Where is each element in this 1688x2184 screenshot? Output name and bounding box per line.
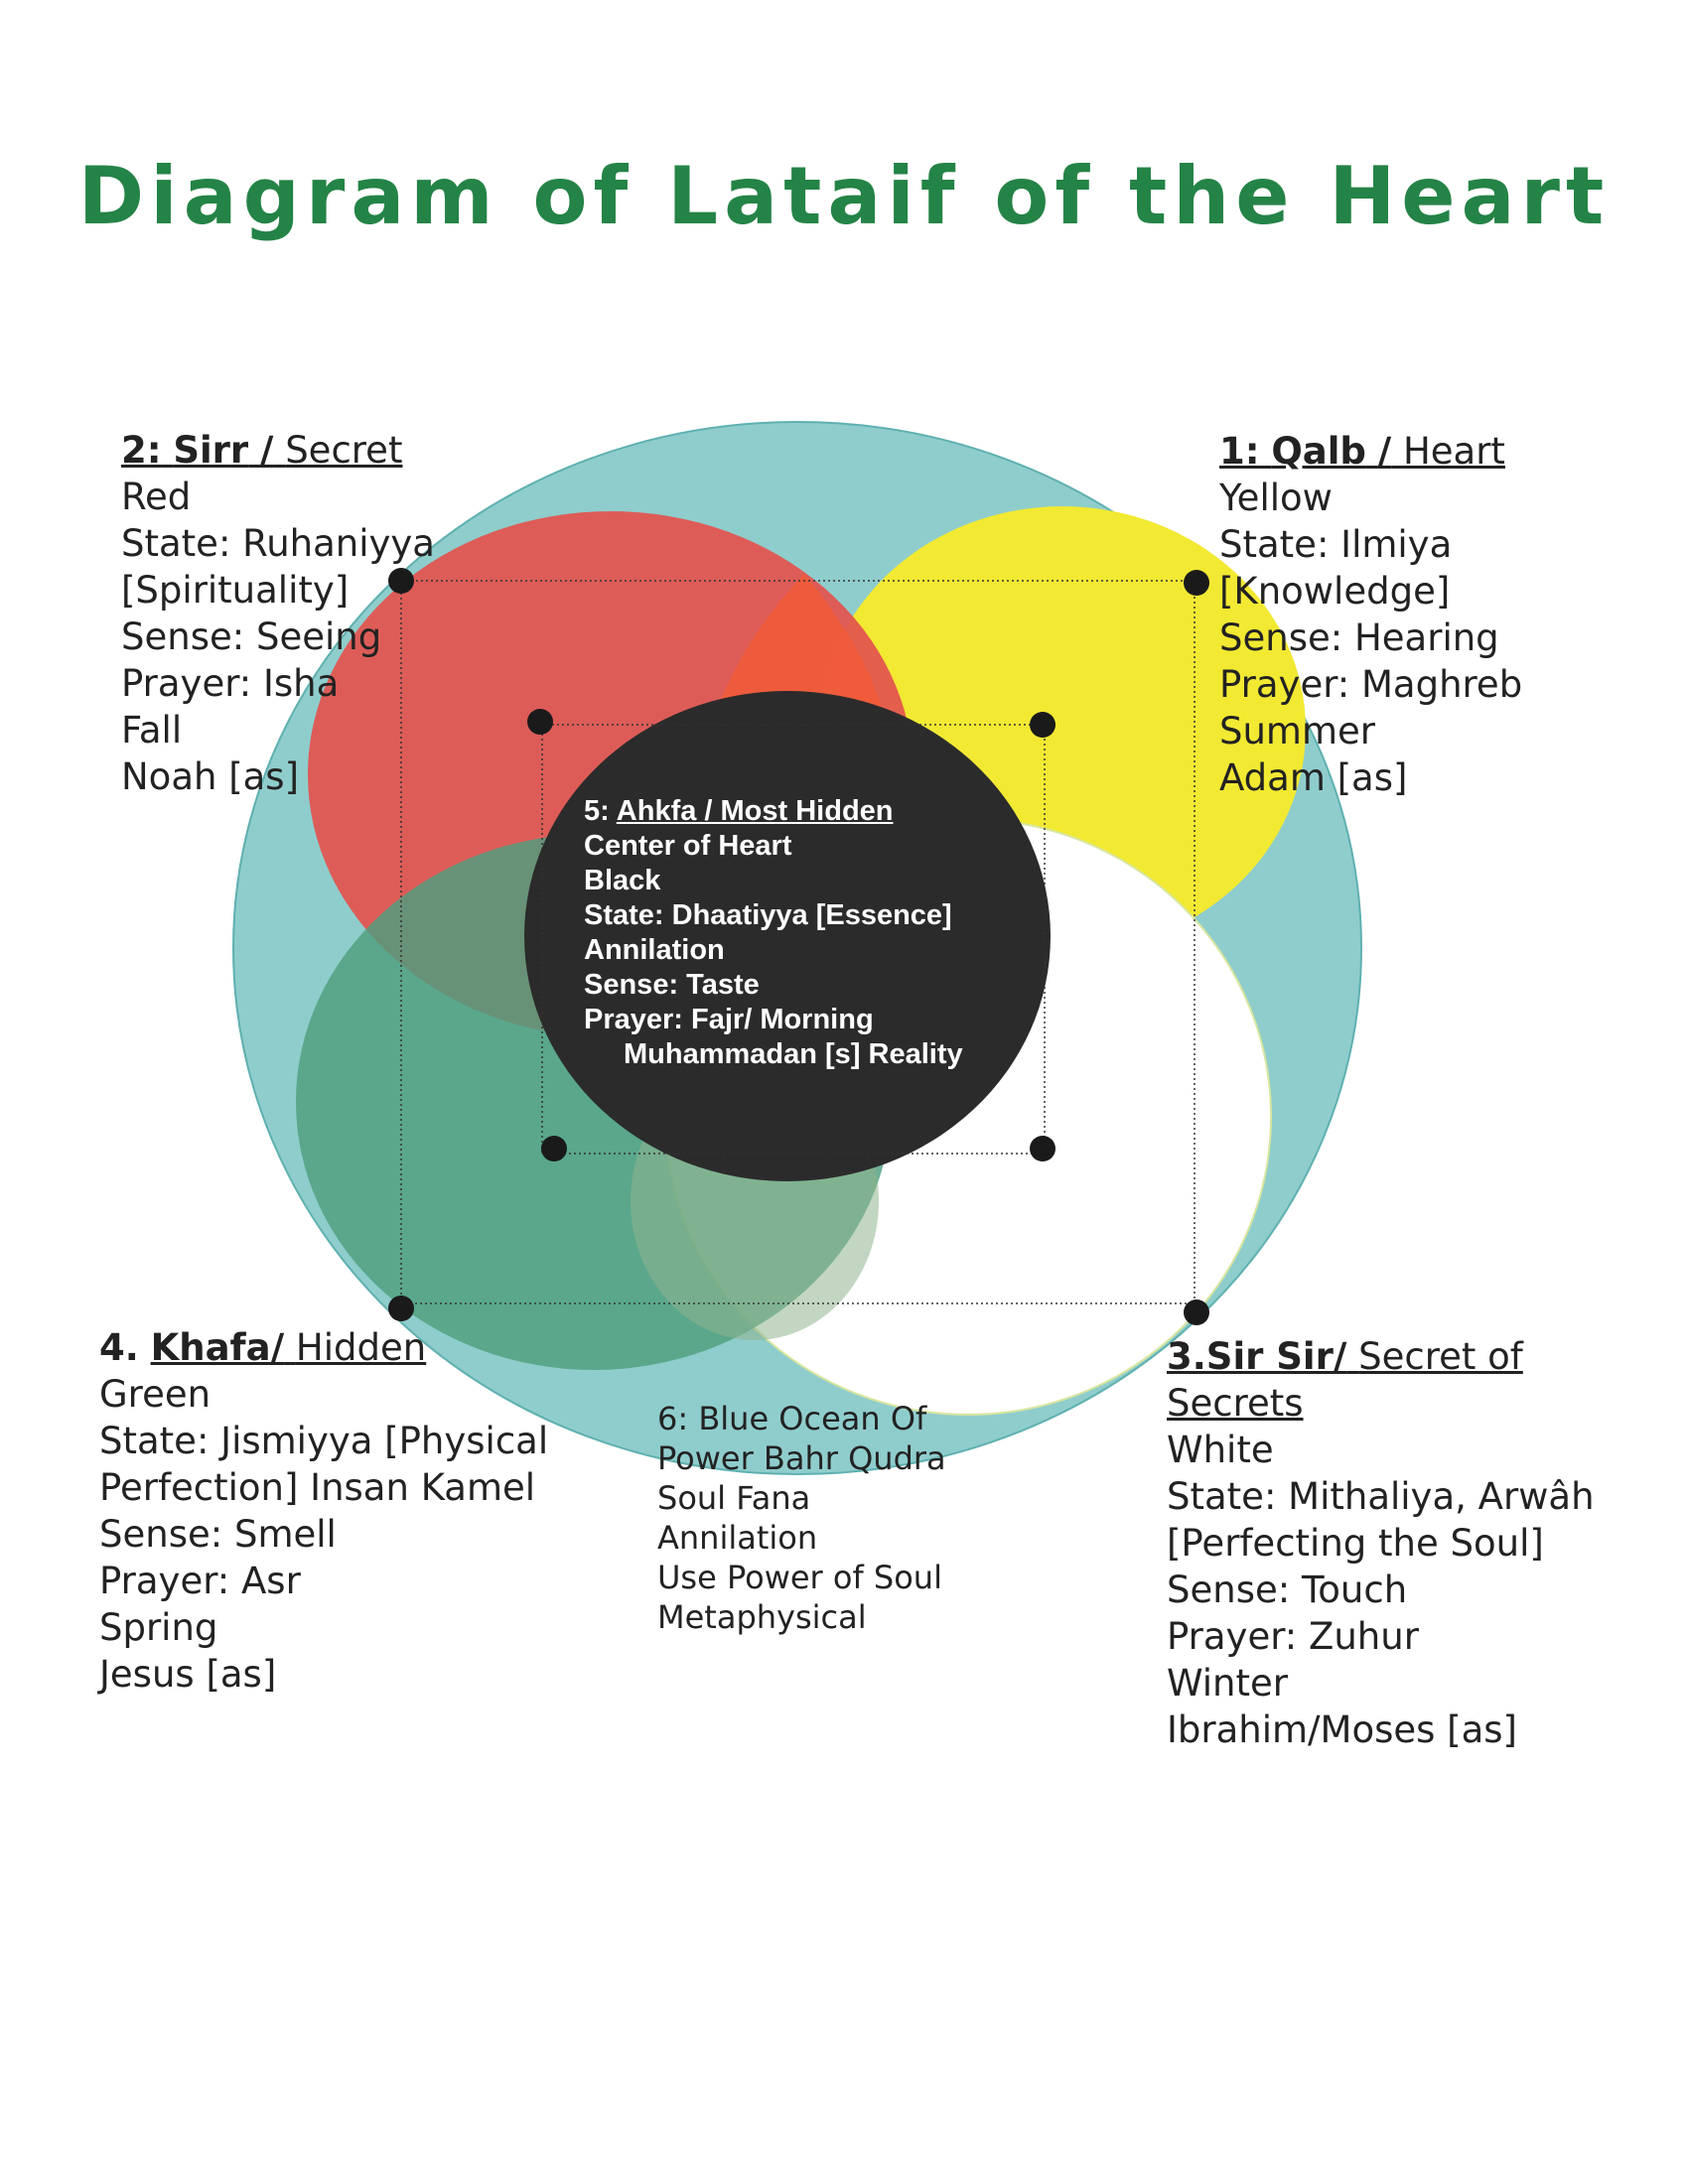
sirr-color: Red [121,476,192,518]
qalb-color: Yellow [1219,477,1333,519]
sirr-season: Fall [121,709,183,751]
khafa-state-meaning: Perfection] Insan Kamel [99,1466,536,1509]
inner-top-left-dot [527,709,553,735]
ahkfa-state: State: Dhaatiyya [Essence] [584,899,952,931]
ahkfa-reality: Muhammadan [s] Reality [624,1038,963,1070]
page-title: Diagram of Lataif of the Heart [77,150,1611,242]
ahkfa-label: 5: Ahkfa / Most Hidden Center of Heart B… [584,794,963,1072]
khafa-season: Spring [99,1606,218,1649]
khafa-label: 4. Khafa/ Hidden Green State: Jismiyya [… [99,1324,548,1698]
qalb-heading: 1: Qalb / Heart [1219,430,1505,473]
sir-sir-prophet: Ibrahim/Moses [as] [1167,1708,1517,1751]
sirr-state: State: Ruhaniyya [121,522,435,565]
sir-sir-sense: Sense: Touch [1167,1569,1408,1611]
ocean-label: 6: Blue Ocean Of Power Bahr Qudra Soul F… [657,1399,946,1637]
ahkfa-sense: Sense: Taste [584,969,760,1001]
qalb-state: State: Ilmiya [1219,523,1453,566]
sir-sir-heading: 3.Sir Sir/ Secret of [1167,1335,1523,1378]
sir-sir-state-meaning: [Perfecting the Soul] [1167,1522,1544,1565]
khafa-state: State: Jismiyya [Physical [99,1420,549,1462]
sir-sir-heading-cont: Secrets [1167,1382,1304,1425]
sirr-state-meaning: [Spirituality] [121,569,350,612]
sirr-node-dot [388,568,414,594]
sir-sir-state: State: Mithaliya, Arwâh [1167,1475,1595,1518]
red-yellow-overlap [715,574,884,715]
ocean-heading: 6: Blue Ocean Of [657,1400,927,1437]
ocean-line-6: Metaphysical [657,1598,867,1636]
qalb-prophet: Adam [as] [1219,756,1408,799]
sir-sir-season: Winter [1167,1662,1288,1705]
sirr-prayer: Prayer: Isha [121,662,340,705]
inner-bottom-left-dot [541,1136,567,1161]
khafa-sense: Sense: Smell [99,1513,337,1556]
ocean-line-3: Soul Fana [657,1479,811,1517]
sir-sir-color: White [1167,1429,1274,1471]
khafa-node-dot [388,1296,414,1321]
sir-sir-label: 3.Sir Sir/ Secret of Secrets White State… [1167,1333,1595,1753]
inner-connector-square [541,724,1046,1155]
sirr-prophet: Noah [as] [121,755,300,798]
ahkfa-black-circle [524,691,1051,1181]
ahkfa-heading: 5: Ahkfa / Most Hidden [584,795,894,827]
ahkfa-center: Center of Heart [584,830,792,862]
ocean-line-4: Annilation [657,1519,818,1557]
khafa-prophet: Jesus [as] [99,1653,277,1696]
sirr-label: 2: Sirr / Secret Red State: Ruhaniyya [S… [121,427,435,800]
inner-top-right-dot [1030,712,1055,738]
khafa-prayer: Prayer: Asr [99,1560,301,1602]
sirr-heading: 2: Sirr / Secret [121,429,403,472]
outer-connector-square [400,580,1196,1304]
ahkfa-annilation: Annilation [584,934,725,966]
qalb-season: Summer [1219,710,1375,752]
inner-bottom-right-dot [1030,1136,1055,1161]
qalb-node-dot [1184,570,1209,596]
khafa-color: Green [99,1373,211,1416]
ahkfa-color: Black [584,865,661,896]
ocean-line-2: Power Bahr Qudra [657,1439,946,1477]
khafa-heading: 4. Khafa/ Hidden [99,1326,427,1369]
qalb-sense: Sense: Hearing [1219,616,1499,659]
sir-sir-prayer: Prayer: Zuhur [1167,1615,1419,1658]
qalb-label: 1: Qalb / Heart Yellow State: Ilmiya [Kn… [1219,428,1522,801]
sirr-sense: Sense: Seeing [121,615,382,658]
qalb-prayer: Prayer: Maghreb [1219,663,1523,706]
ahkfa-prayer: Prayer: Fajr/ Morning [584,1004,874,1035]
qalb-state-meaning: [Knowledge] [1219,570,1451,613]
ocean-line-5: Use Power of Soul [657,1559,942,1596]
sir-sir-node-dot [1184,1299,1209,1325]
